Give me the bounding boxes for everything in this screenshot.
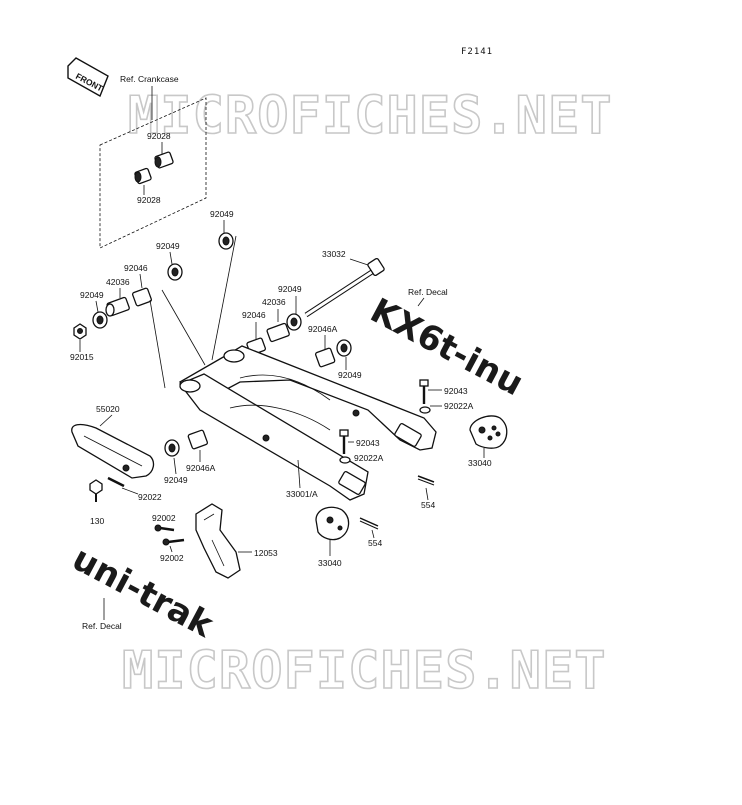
label-92015: 92015 bbox=[70, 352, 94, 362]
bolt-92022 bbox=[107, 476, 125, 488]
label-ref-decal-top: Ref. Decal bbox=[408, 287, 448, 297]
figure-code: F2141 bbox=[461, 47, 493, 57]
label-92046-right: 92046 bbox=[242, 310, 266, 320]
pivot-shaft-33032 bbox=[304, 257, 385, 318]
label-92002-lower: 92002 bbox=[160, 553, 184, 563]
label-92046A-upper: 92046A bbox=[308, 324, 338, 334]
label-92049-upper-right: 92049 bbox=[338, 370, 362, 380]
label-554-center: 554 bbox=[368, 538, 382, 548]
label-33001: 33001/A bbox=[286, 489, 318, 499]
label-ref-crankcase: Ref. Crankcase bbox=[120, 74, 179, 84]
label-92046-left: 92046 bbox=[124, 263, 148, 273]
seal-92049-left bbox=[167, 263, 183, 281]
bolt-92043-right bbox=[419, 379, 429, 404]
chain-adjuster-33040-center bbox=[315, 506, 350, 541]
label-92022A-center: 92022A bbox=[354, 453, 384, 463]
bolt-130 bbox=[89, 479, 103, 502]
collar-92028-upper bbox=[154, 151, 174, 169]
label-92022A-right: 92022A bbox=[444, 401, 474, 411]
bearing-92046-left bbox=[132, 287, 152, 307]
chain-guard-12053 bbox=[195, 503, 241, 579]
label-92049-top: 92049 bbox=[210, 209, 234, 219]
collar-92028-lower bbox=[134, 167, 152, 185]
label-92002-upper: 92002 bbox=[152, 513, 176, 523]
label-92022: 92022 bbox=[138, 492, 162, 502]
seal-92049-top bbox=[218, 232, 234, 250]
label-92043-center: 92043 bbox=[356, 438, 380, 448]
nut-92015 bbox=[73, 323, 87, 340]
chain-adjuster-33040-right bbox=[469, 415, 508, 449]
label-33040-center: 33040 bbox=[318, 558, 342, 568]
watermark-top: MICROFICHES.NET bbox=[128, 86, 613, 146]
label-92049-lower: 92049 bbox=[164, 475, 188, 485]
cotter-pin-554-right bbox=[417, 475, 435, 486]
bolt-92002-lower bbox=[162, 538, 185, 546]
label-92028-lower: 92028 bbox=[137, 195, 161, 205]
label-42036-left: 42036 bbox=[106, 277, 130, 287]
label-ref-decal-bottom: Ref. Decal bbox=[82, 621, 122, 631]
collar-42036-left bbox=[105, 296, 130, 317]
bolt-92002-upper bbox=[154, 524, 175, 532]
label-92049-stack: 92049 bbox=[80, 290, 104, 300]
front-arrow-icon: FRONT bbox=[67, 57, 109, 98]
bearing-92046A-upper bbox=[315, 347, 336, 368]
label-92043-right: 92043 bbox=[444, 386, 468, 396]
washer-92022A-right bbox=[419, 406, 431, 414]
label-55020: 55020 bbox=[96, 404, 120, 414]
label-130: 130 bbox=[90, 516, 104, 526]
seal-92049-lower bbox=[164, 439, 180, 457]
label-92028-upper: 92028 bbox=[147, 131, 171, 141]
label-554-right: 554 bbox=[421, 500, 435, 510]
chain-guide-55020 bbox=[71, 423, 155, 479]
swingarm-33001 bbox=[178, 345, 437, 501]
label-12053: 12053 bbox=[254, 548, 278, 558]
label-42036-right: 42036 bbox=[262, 297, 286, 307]
cotter-pin-554-center bbox=[359, 517, 379, 530]
crankcase-reference-box bbox=[99, 97, 207, 249]
bearing-92046A-lower bbox=[187, 429, 208, 450]
seal-92049-upper-right bbox=[336, 339, 352, 357]
washer-92022A-center bbox=[339, 456, 351, 464]
label-92046A-lower: 92046A bbox=[186, 463, 216, 473]
label-33040-right: 33040 bbox=[468, 458, 492, 468]
label-92049-right: 92049 bbox=[278, 284, 302, 294]
seal-92049-right bbox=[286, 313, 302, 331]
label-92049-left: 92049 bbox=[156, 241, 180, 251]
label-33032: 33032 bbox=[322, 249, 346, 259]
watermark-bottom: MICROFICHES.NET bbox=[122, 641, 607, 701]
bolt-92043-center bbox=[339, 429, 349, 454]
collar-42036-right bbox=[266, 322, 290, 343]
seal-92049-stack bbox=[92, 311, 108, 329]
